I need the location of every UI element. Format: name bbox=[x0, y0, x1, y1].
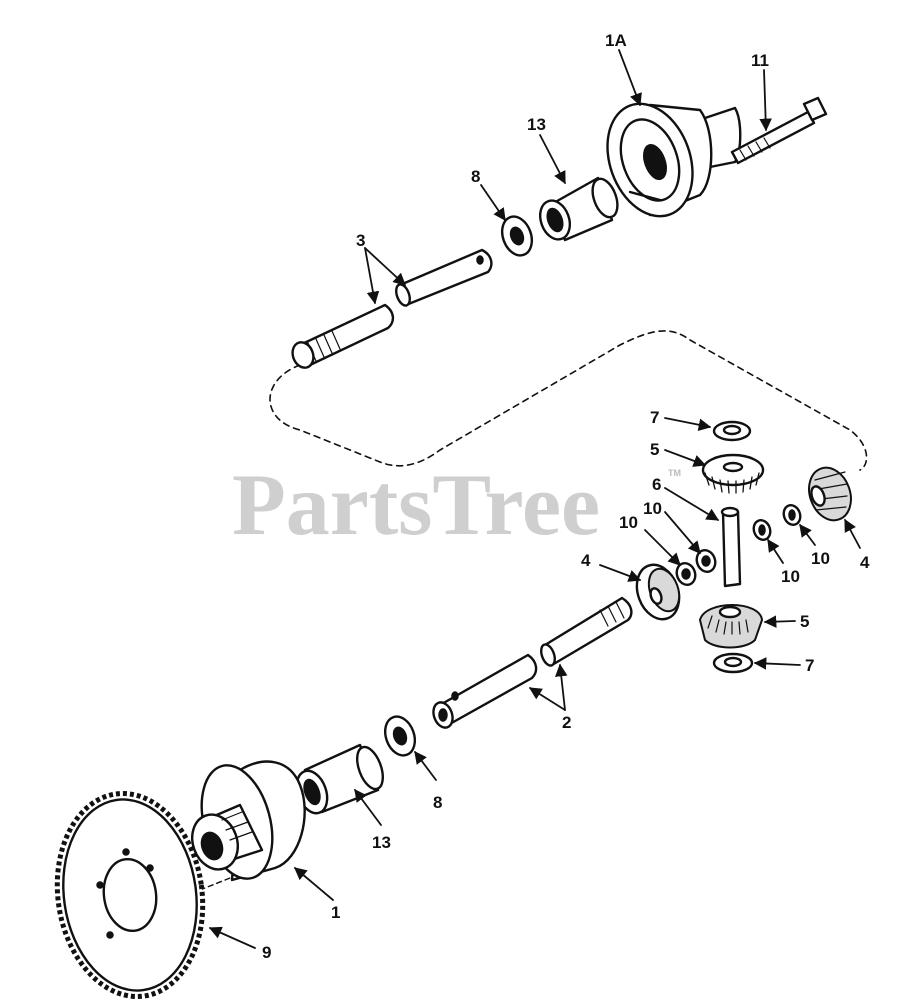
callout-6: 6 bbox=[652, 475, 661, 494]
side-gear-4-right bbox=[808, 466, 852, 522]
sprocket-9 bbox=[54, 790, 206, 1000]
washer-8-top bbox=[500, 215, 534, 257]
callout-11: 11 bbox=[751, 51, 769, 70]
callout-13-bottom: 13 bbox=[372, 833, 391, 852]
callout-8-bottom: 8 bbox=[433, 793, 442, 812]
washer-8-bottom bbox=[383, 715, 417, 757]
callout-10-c: 10 bbox=[781, 567, 800, 586]
callout-10-b: 10 bbox=[619, 513, 638, 532]
leader-arrows bbox=[208, 49, 861, 949]
washer-7-top bbox=[712, 420, 752, 442]
bevel-gear-5-top bbox=[701, 453, 765, 494]
bolt-11 bbox=[730, 96, 828, 165]
callout-2: 2 bbox=[562, 713, 571, 732]
callout-13-top: 13 bbox=[527, 115, 546, 134]
sleeve-13-top bbox=[538, 176, 619, 242]
shaft-2 bbox=[432, 596, 633, 729]
housing-1 bbox=[191, 760, 306, 882]
callout-7-top: 7 bbox=[650, 408, 659, 427]
callout-4-right: 4 bbox=[860, 553, 870, 572]
bevel-gear-5-bottom bbox=[698, 604, 764, 649]
washers-10 bbox=[675, 504, 802, 586]
callout-10-a: 10 bbox=[643, 499, 662, 518]
watermark: PartsTree bbox=[232, 457, 600, 554]
washer-7-bottom bbox=[712, 652, 754, 674]
callout-5-bottom: 5 bbox=[800, 612, 809, 631]
assembly-dashed-outline bbox=[269, 330, 868, 471]
callout-9: 9 bbox=[262, 943, 271, 962]
callout-4-left: 4 bbox=[581, 551, 591, 570]
callout-3: 3 bbox=[356, 231, 365, 250]
callout-10-d: 10 bbox=[811, 549, 830, 568]
pin-6 bbox=[720, 506, 742, 588]
callout-7-bottom: 7 bbox=[805, 656, 814, 675]
sleeve-13-bottom bbox=[295, 743, 384, 815]
housing-1a bbox=[606, 102, 742, 218]
watermark-trademark: TM bbox=[668, 468, 681, 478]
callout-5-top: 5 bbox=[650, 440, 659, 459]
side-gear-4-left bbox=[635, 563, 681, 621]
shaft-3 bbox=[291, 248, 493, 369]
callout-1a: 1A bbox=[605, 31, 627, 50]
callout-8-top: 8 bbox=[471, 167, 480, 186]
callout-1: 1 bbox=[331, 903, 340, 922]
